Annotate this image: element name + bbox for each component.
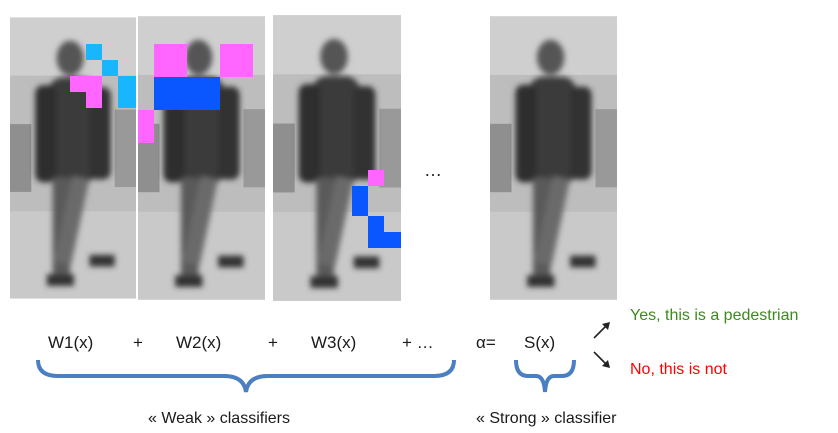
weak-classifier-1-image — [10, 14, 136, 302]
haar-feature-1-pink — [70, 76, 102, 92]
w2-label: W2(x) — [176, 333, 222, 352]
weak-classifiers-caption: « Weak » classifiers — [148, 410, 290, 427]
haar-feature-1-cyan — [86, 44, 102, 60]
arrow-down-right-icon — [593, 351, 610, 368]
w3-label: W3(x) — [311, 333, 357, 352]
weak-classifier-2-image — [138, 14, 265, 302]
strong-classifier-label: S(x) — [524, 333, 556, 352]
haar-feature-3-blue — [352, 186, 368, 216]
plus-sign-2: + — [268, 333, 278, 352]
weak-classifiers-brace — [36, 359, 456, 393]
w1-label: W1(x) — [48, 333, 94, 352]
plus-ellipsis: + … — [402, 333, 434, 352]
plus-sign-1: + — [133, 333, 143, 352]
outcome-yes: Yes, this is a pedestrian — [630, 307, 799, 324]
haar-feature-2-pink-right — [220, 44, 253, 77]
haar-feature-2-pink-left — [154, 44, 187, 77]
more-classifiers-ellipsis: … — [424, 160, 442, 180]
alpha-equals: α= — [476, 333, 496, 352]
arrow-up-right-icon — [593, 322, 610, 339]
strong-classifier-image — [490, 14, 617, 302]
haar-feature-3-pink — [368, 170, 384, 186]
strong-classifier-caption: « Strong » classifier — [476, 410, 617, 427]
outcome-no: No, this is not — [630, 361, 727, 378]
haar-feature-2-blue — [154, 77, 220, 110]
strong-classifier-brace — [514, 359, 576, 393]
weak-classifier-3-image — [273, 14, 401, 302]
